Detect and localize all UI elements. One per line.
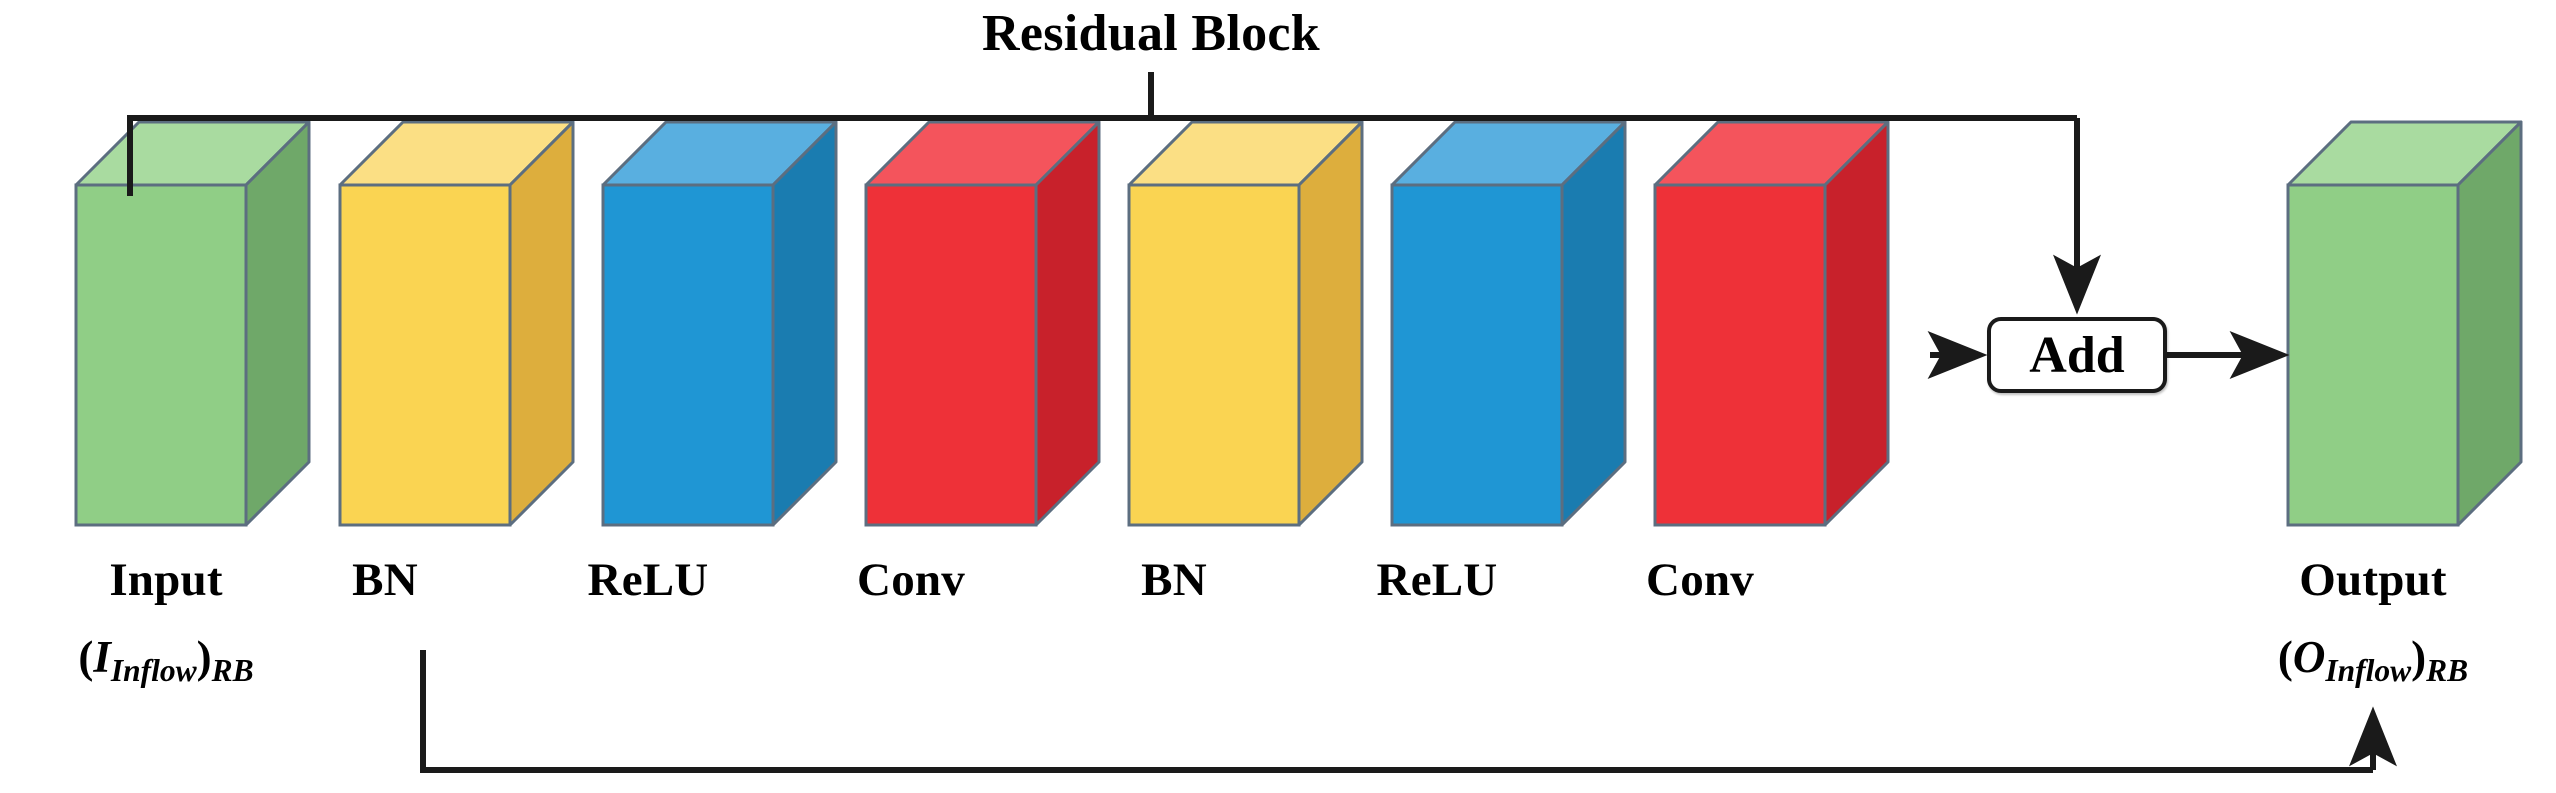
output-sub-open-paren: ( <box>2277 632 2293 682</box>
block-box-input[interactable] <box>74 120 311 527</box>
input-sub-rb: RB <box>211 652 254 688</box>
block-face-front-bn2 <box>1127 183 1301 527</box>
block-sublabel-input: (IInflow)RB <box>0 632 376 688</box>
input-sub-close-paren: ) <box>196 632 212 682</box>
block-boxes-group <box>74 120 2523 527</box>
block-face-side-output <box>2456 120 2523 527</box>
add-node-label: Add <box>2029 326 2125 384</box>
block-box-bn1[interactable] <box>338 120 575 527</box>
block-face-front-output <box>2286 183 2460 527</box>
input-sub-open-paren: ( <box>78 632 94 682</box>
block-label-bn1: BN <box>352 554 418 606</box>
block-box-relu1[interactable] <box>601 120 838 527</box>
block-sublabel-output: (OInflow)RB <box>2163 632 2556 688</box>
output-sub-subscript: Inflow <box>2325 652 2412 688</box>
add-node[interactable]: Add <box>1987 317 2167 393</box>
residual-skip-top-connector <box>127 72 2101 315</box>
block-label-relu2: ReLU <box>1376 554 1498 606</box>
input-sub-subscript: Inflow <box>110 652 197 688</box>
block-box-bn2[interactable] <box>1127 120 1364 527</box>
block-face-side-relu2 <box>1560 120 1627 527</box>
output-sub-rb: RB <box>2426 652 2469 688</box>
block-face-side-bn2 <box>1297 120 1364 527</box>
input-sub-var: I <box>93 632 111 682</box>
block-face-front-conv1 <box>864 183 1038 527</box>
block-box-relu2[interactable] <box>1390 120 1627 527</box>
block-face-front-input <box>74 183 248 527</box>
block-face-side-conv2 <box>1823 120 1890 527</box>
block-label-output: Output <box>2299 554 2447 606</box>
block-face-side-conv1 <box>1034 120 1101 527</box>
block-face-front-relu2 <box>1390 183 1564 527</box>
block-label-bn2: BN <box>1141 554 1207 606</box>
block-label-input: Input <box>109 554 223 606</box>
block-box-output[interactable] <box>2286 120 2523 527</box>
output-sub-var: O <box>2292 632 2326 682</box>
bottom-skip-connector <box>420 650 2397 773</box>
block-face-front-conv2 <box>1653 183 1827 527</box>
block-label-conv1: Conv <box>857 554 965 606</box>
block-face-side-relu1 <box>771 120 838 527</box>
output-sub-close-paren: ) <box>2411 632 2427 682</box>
block-face-side-bn1 <box>508 120 575 527</box>
block-label-relu1: ReLU <box>587 554 709 606</box>
block-box-conv2[interactable] <box>1653 120 1890 527</box>
block-face-side-input <box>244 120 311 527</box>
block-face-front-bn1 <box>338 183 512 527</box>
block-face-front-relu1 <box>601 183 775 527</box>
block-box-conv1[interactable] <box>864 120 1101 527</box>
diagram-title: Residual Block <box>982 5 1320 62</box>
block-label-conv2: Conv <box>1646 554 1754 606</box>
